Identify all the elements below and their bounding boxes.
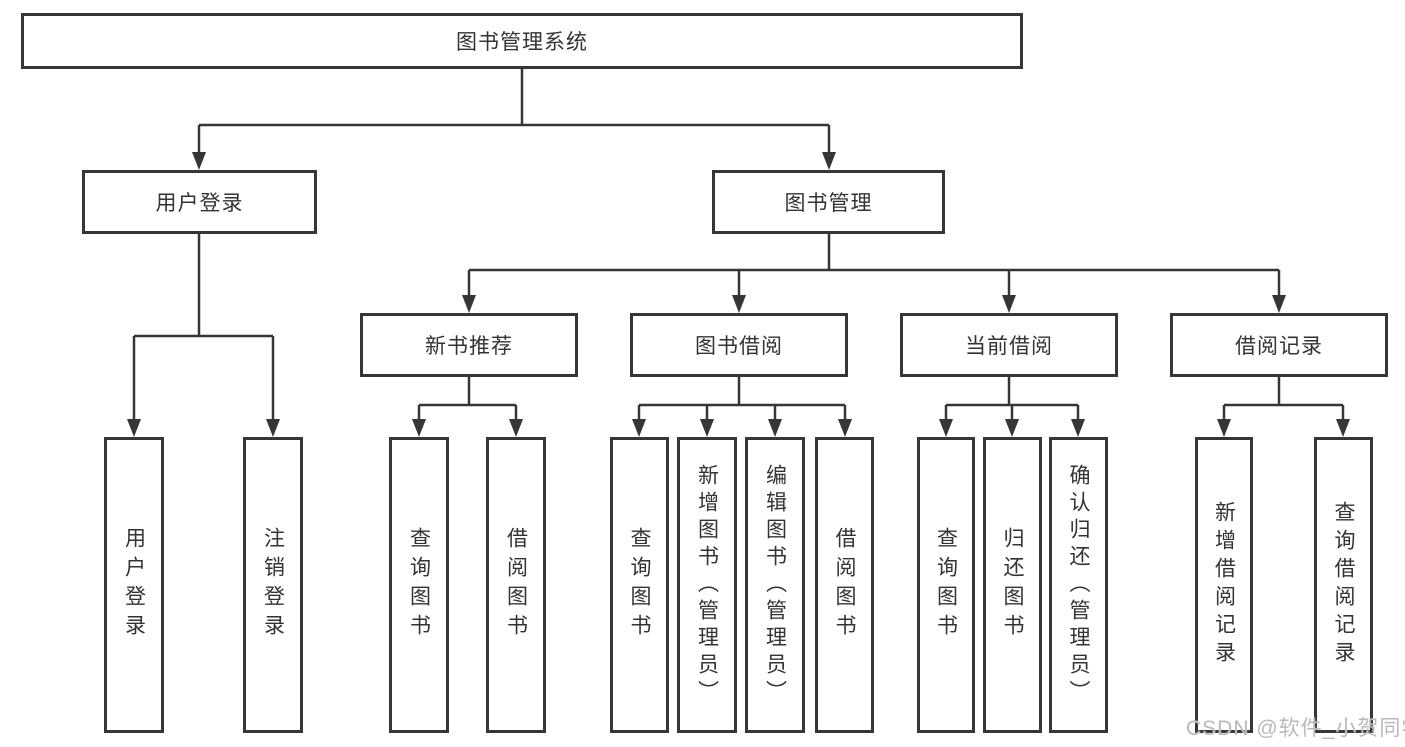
connector-book-mgmt-to-level3 [462, 234, 1286, 313]
node-new-book-recommend: 新书推荐 [360, 313, 578, 377]
node-user-login: 用户登录 [82, 170, 317, 234]
leaf-records-add-record: 新增借阅记录 [1195, 437, 1253, 733]
node-book-borrow: 图书借阅 [630, 313, 848, 377]
leaf-current-query-books: 查询图书 [917, 437, 975, 733]
connector-book-borrow-to-leaves [632, 377, 852, 437]
watermark: CSDN @软件_小贺同学 [1186, 717, 1405, 740]
connector-user-login-to-leaves [127, 234, 280, 437]
leaf-logout-login: 注销登录 [243, 437, 303, 733]
leaf-recommend-borrow-books: 借阅图书 [486, 437, 546, 733]
connector-borrow-records-to-leaves [1217, 377, 1350, 437]
leaf-borrow-query-books: 查询图书 [610, 437, 669, 733]
leaf-borrow-add-books-admin: 新增图书（管理员） [677, 437, 737, 733]
leaf-recommend-query-books: 查询图书 [389, 437, 449, 733]
node-book-management: 图书管理 [712, 170, 945, 234]
connector-current-borrow-to-leaves [939, 377, 1085, 437]
connector-new-book-recommend-to-leaves [412, 377, 523, 437]
leaf-user-login: 用户登录 [104, 437, 164, 733]
leaf-borrow-borrow-books: 借阅图书 [815, 437, 874, 733]
leaf-borrow-edit-books-admin: 编辑图书（管理员） [745, 437, 805, 733]
leaf-current-return-books: 归还图书 [983, 437, 1042, 733]
node-root-system: 图书管理系统 [21, 13, 1023, 69]
leaf-current-confirm-return-admin: 确认归还（管理员） [1049, 437, 1108, 733]
node-current-borrow: 当前借阅 [900, 313, 1118, 377]
node-borrow-records: 借阅记录 [1170, 313, 1388, 377]
leaf-records-query-record: 查询借阅记录 [1314, 437, 1373, 733]
connector-root-to-level2 [192, 69, 836, 170]
